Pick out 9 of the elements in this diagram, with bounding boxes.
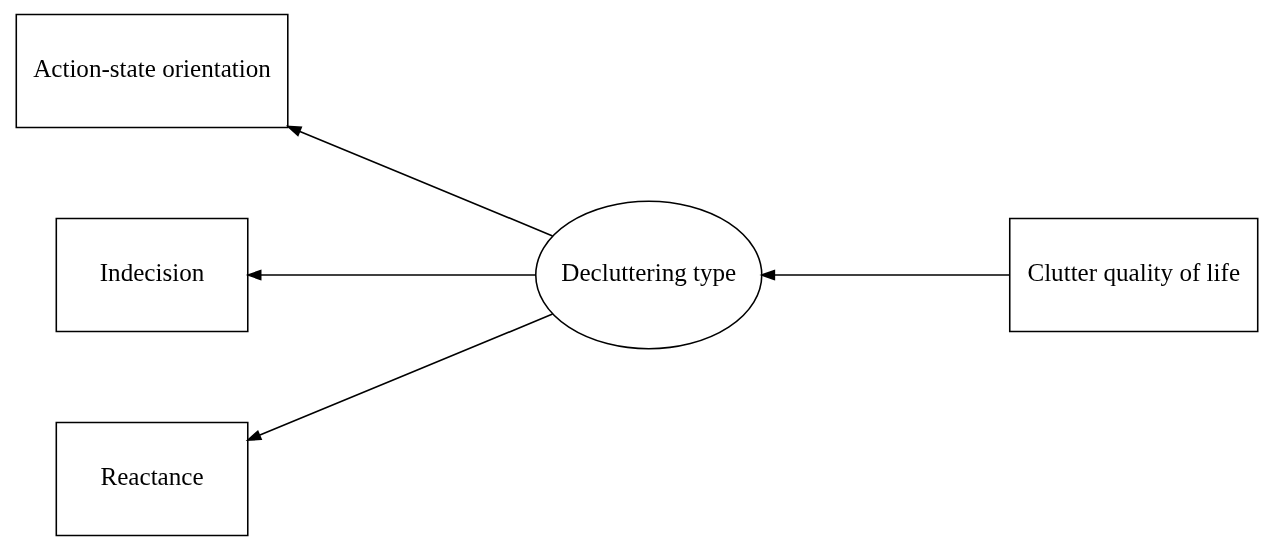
arrow	[245, 313, 554, 441]
arrow	[245, 269, 536, 281]
node-ellipse: Decluttering type	[535, 200, 763, 350]
arrow	[759, 269, 1011, 281]
node-box: Action-state orientation	[15, 13, 289, 129]
node-box: Reactance	[55, 421, 249, 537]
node-box: Clutter quality of life	[1008, 217, 1259, 333]
node-box: Indecision	[55, 217, 249, 333]
arrow	[285, 125, 554, 237]
